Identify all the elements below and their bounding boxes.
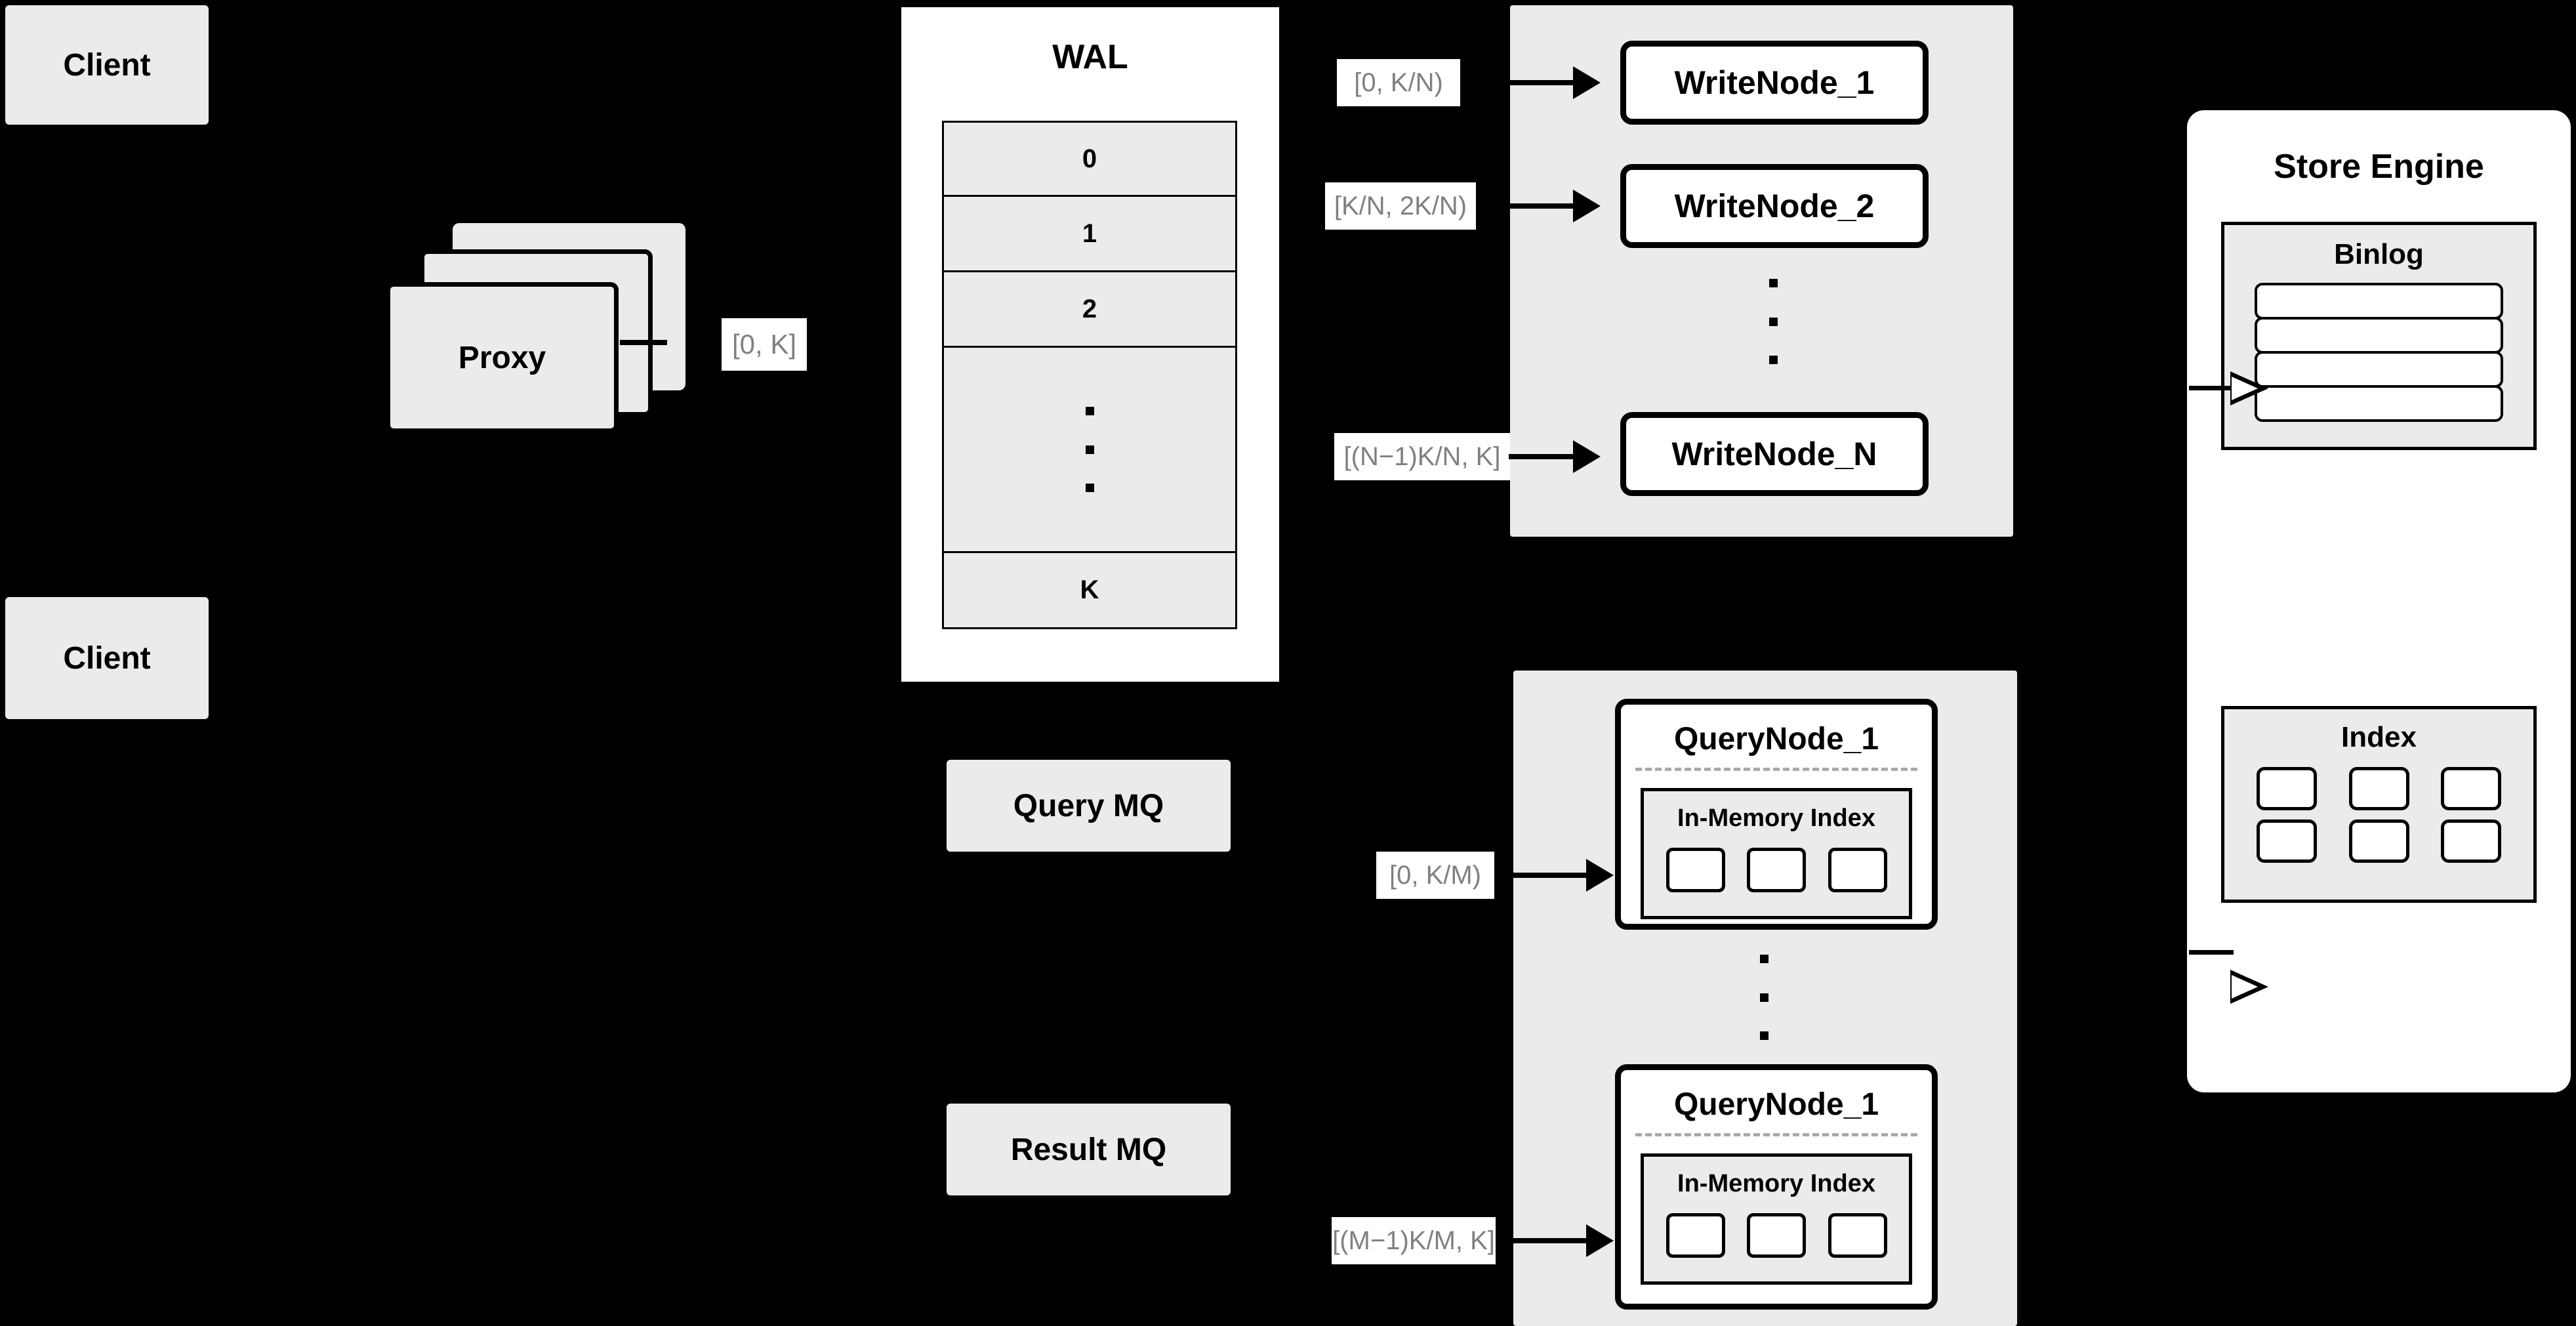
querynode-m-separator (1635, 1133, 1917, 1136)
querynode-1-separator (1635, 768, 1917, 771)
arrow-line-binlog (2189, 386, 2234, 390)
writenode-2-label: WriteNode_2 (1674, 188, 1875, 224)
store-engine-panel: Store Engine Binlog Index (2187, 110, 2571, 1092)
index-cell[interactable] (2256, 819, 2317, 863)
arrow-line-writenode-2 (1478, 203, 1576, 209)
arrow-line-index (2189, 950, 2234, 955)
querynode-1-index-label: In-Memory Index (1677, 804, 1875, 832)
wal-row[interactable]: 0 (944, 123, 1235, 197)
wal-vertical-dots-icon (1085, 407, 1094, 492)
querynode-1-label: QueryNode_1 (1673, 721, 1879, 756)
binlog-row[interactable] (2255, 283, 2503, 320)
index-title: Index (2341, 721, 2417, 753)
range-label-writenode-n: [(N−1)K/N, K] (1334, 433, 1510, 480)
binlog-row[interactable] (2255, 385, 2503, 422)
index-cell[interactable] (1666, 848, 1725, 892)
writenode-n-label: WriteNode_N (1671, 436, 1877, 472)
result-mq-label: Result MQ (1010, 1132, 1167, 1167)
index-cell[interactable] (1747, 848, 1806, 892)
result-mq-box[interactable]: Result MQ (947, 1104, 1231, 1195)
writenode-n-box[interactable]: WriteNode_N (1620, 412, 1929, 496)
querynode-1-in-memory-index: In-Memory Index (1641, 788, 1912, 919)
arrow-head-writenode-n (1573, 440, 1601, 473)
wal-row[interactable]: K (1080, 575, 1099, 604)
arrow-head-binlog (2230, 371, 2268, 405)
range-label-writenode-2: [K/N, 2K/N) (1325, 182, 1476, 230)
arrow-head-querynode-1 (1586, 859, 1614, 892)
range-label-querynode-m: [(M−1)K/M, K] (1332, 1217, 1496, 1264)
wal-table: 0 1 2 K (942, 121, 1237, 629)
index-cell[interactable] (2441, 819, 2502, 863)
index-cell[interactable] (1828, 848, 1887, 892)
index-box: Index (2221, 706, 2537, 903)
writenode-2-box[interactable]: WriteNode_2 (1620, 164, 1929, 248)
index-cell[interactable] (2348, 819, 2409, 863)
index-cell[interactable] (2441, 767, 2502, 810)
write-cluster-vertical-dots-icon (1769, 279, 1778, 364)
index-cell[interactable] (1828, 1213, 1887, 1258)
range-label-querynode-1: [0, K/M) (1376, 852, 1494, 899)
querynode-m-box[interactable]: QueryNode_1 In-Memory Index (1615, 1064, 1938, 1310)
querynode-m-in-memory-index: In-Memory Index (1641, 1153, 1912, 1285)
arrow-line-writenode-1 (1465, 80, 1576, 85)
proxy-card-front[interactable]: Proxy (386, 282, 619, 433)
range-text-proxy-wal: [0, K] (731, 329, 797, 360)
client-label-2: Client (63, 640, 151, 676)
querynode-m-index-label: In-Memory Index (1677, 1169, 1875, 1197)
wal-title: WAL (1052, 38, 1128, 76)
query-cluster-vertical-dots-icon (1760, 955, 1768, 1040)
arrow-line-querynode-m (1497, 1238, 1589, 1243)
range-label-proxy-wal: [0, K] (722, 318, 807, 371)
wal-row-ellipsis (944, 348, 1235, 553)
arrow-head-querynode-m (1586, 1224, 1614, 1257)
client-label-1: Client (63, 47, 151, 83)
arrow-head-writenode-1 (1573, 66, 1601, 99)
store-engine-title: Store Engine (2274, 148, 2484, 186)
range-label-writenode-1: [0, K/N) (1337, 59, 1460, 106)
wal-row[interactable]: 1 (944, 197, 1235, 272)
index-cell[interactable] (2348, 767, 2409, 810)
query-mq-label: Query MQ (1013, 788, 1164, 823)
arrow-head-writenode-2 (1573, 190, 1601, 222)
client-box-2[interactable]: Client (5, 597, 209, 719)
querynode-m-label: QueryNode_1 (1673, 1087, 1879, 1122)
proxy-label: Proxy (458, 340, 546, 375)
wal-panel: WAL 0 1 2 K (897, 3, 1283, 686)
binlog-row[interactable] (2255, 351, 2503, 388)
index-cell[interactable] (1666, 1213, 1725, 1258)
index-cell[interactable] (1747, 1213, 1806, 1258)
index-cell[interactable] (2256, 767, 2317, 810)
client-box-1[interactable]: Client (5, 5, 209, 125)
writenode-1-label: WriteNode_1 (1674, 64, 1875, 101)
binlog-row[interactable] (2255, 317, 2503, 354)
binlog-title: Binlog (2334, 238, 2424, 270)
querynode-1-box[interactable]: QueryNode_1 In-Memory Index (1615, 699, 1938, 930)
wal-row[interactable]: 2 (944, 272, 1235, 348)
arrow-head-index (2230, 970, 2268, 1004)
proxy-to-wal-connector (620, 340, 667, 345)
writenode-1-box[interactable]: WriteNode_1 (1620, 41, 1929, 125)
binlog-box: Binlog (2221, 222, 2537, 450)
arrow-line-writenode-n (1509, 454, 1576, 459)
query-mq-box[interactable]: Query MQ (947, 760, 1231, 852)
arrow-line-querynode-1 (1497, 873, 1589, 878)
